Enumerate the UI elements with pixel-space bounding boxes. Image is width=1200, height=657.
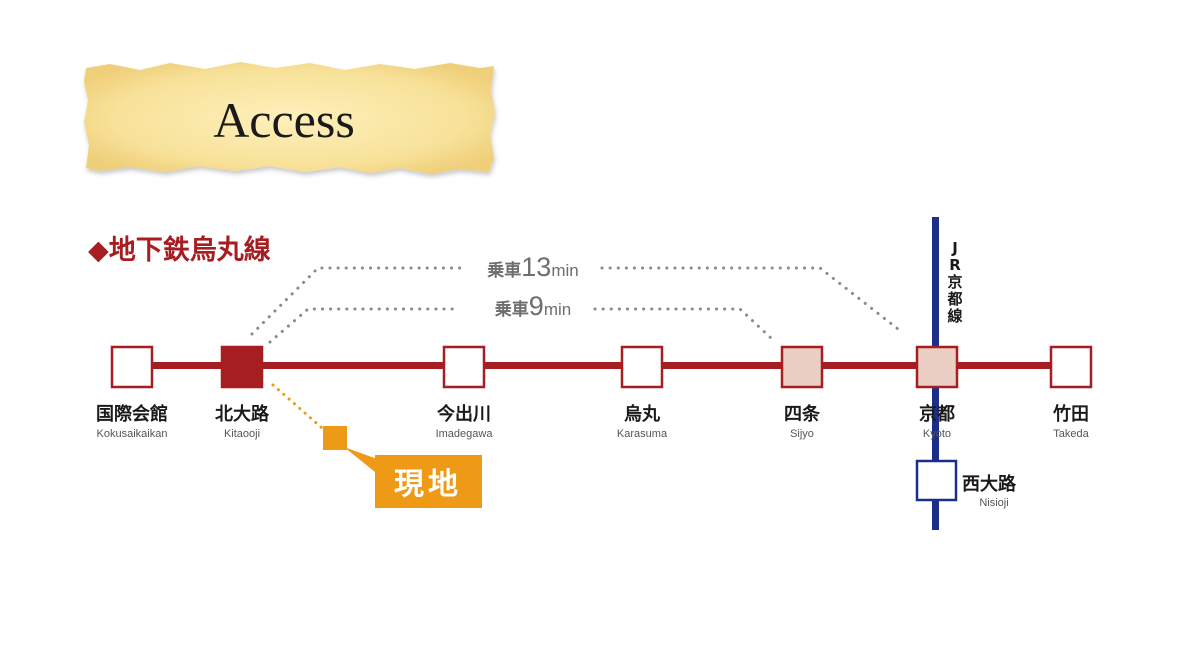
station-sijyo: 四条 Sijyo: [780, 345, 824, 440]
station-romaji: Kyoto: [923, 428, 951, 440]
title-banner: Access: [84, 62, 495, 174]
line-heading: ◆地下鉄烏丸線: [88, 234, 271, 266]
station-romaji: Nisioji: [979, 497, 1008, 509]
station-romaji: Karasuma: [617, 428, 668, 440]
station-marker: [1049, 345, 1093, 389]
site-marker: [323, 426, 347, 450]
station-marker: [442, 345, 486, 389]
site-dotted-connector: [271, 383, 324, 430]
site-label: 現地: [394, 467, 462, 502]
station-name: 四条: [784, 403, 821, 425]
station-kitaooji: 北大路 Kitaooji: [215, 345, 270, 440]
ride-time-9: 乗車9min: [494, 291, 571, 321]
station-kokusaikaikan: 国際会館 Kokusaikaikan: [96, 345, 168, 440]
station-romaji: Kokusaikaikan: [97, 428, 168, 440]
station-name: 烏丸: [624, 403, 661, 425]
station-marker: [620, 345, 664, 389]
station-karasuma: 烏丸 Karasuma: [617, 345, 668, 440]
station-list: 国際会館 Kokusaikaikan 北大路 Kitaooji 今出川 Imadegawa…: [96, 345, 1093, 440]
station-imadegawa: 今出川 Imadegawa: [436, 345, 494, 440]
ride-time-lines: [250, 266, 905, 344]
site-callout: [375, 455, 482, 508]
site-callout-pointer: [344, 447, 380, 476]
current-site: 現地: [271, 383, 482, 508]
station-name: 西大路: [962, 473, 1017, 495]
svg-text:◆地下鉄烏丸線: ◆地下鉄烏丸線: [88, 234, 271, 266]
ride-13min-dotted-left: [250, 266, 462, 336]
station-nisioji: 西大路 Nisioji: [915, 459, 1017, 509]
station-romaji: Imadegawa: [436, 428, 494, 440]
line-name: 地下鉄烏丸線: [109, 234, 271, 266]
subway-line: [150, 362, 1070, 369]
station-name: 国際会館: [96, 403, 168, 425]
diamond-icon: ◆: [88, 235, 109, 266]
ride-time-13: 乗車13min: [486, 252, 578, 282]
station-marker: [780, 345, 824, 389]
station-marker: [915, 345, 959, 389]
ride-9min-dotted-right: [593, 307, 774, 341]
page-title: Access: [213, 92, 355, 148]
ride-time-labels: 乗車13min 乗車9min: [486, 252, 578, 321]
station-kyoto: 京都 Kyoto: [915, 345, 959, 440]
station-name: 今出川: [437, 403, 491, 425]
station-marker: [220, 345, 264, 389]
ride-9min-dotted-left: [268, 307, 462, 344]
station-name: 京都: [919, 403, 955, 425]
station-name: 竹田: [1052, 403, 1089, 425]
station-romaji: Sijyo: [790, 428, 814, 440]
station-takeda: 竹田 Takeda: [1049, 345, 1093, 440]
station-name: 北大路: [215, 403, 270, 425]
ride-13min-dotted-right: [600, 266, 905, 335]
station-romaji: Kitaooji: [224, 428, 260, 440]
station-romaji: Takeda: [1053, 428, 1089, 440]
paper-background: [84, 62, 495, 174]
station-marker: [110, 345, 154, 389]
station-marker: [915, 459, 958, 502]
